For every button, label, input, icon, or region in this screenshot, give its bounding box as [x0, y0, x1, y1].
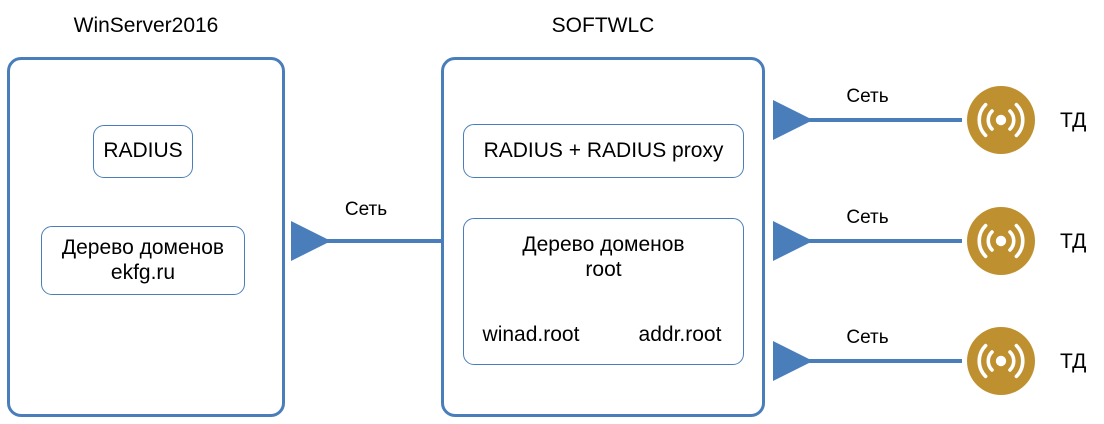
service-box-radius-label: RADIUS	[103, 139, 183, 163]
domain-tree-winserver-label: Дерево доменов ekfg.ru	[62, 236, 224, 286]
service-box-radius[interactable]: RADIUS	[93, 125, 193, 178]
access-point-label-2: ТД	[1060, 230, 1087, 253]
server-title-softwlc: SOFTWLC	[551, 14, 655, 37]
domain-tree-softwlc-line2: root	[585, 258, 622, 282]
domain-tree-softwlc-line1: Дерево доменов	[522, 233, 685, 256]
domain-tree-child-addr: addr.root	[638, 323, 722, 346]
wifi-waves-icon	[977, 102, 1025, 138]
link-label-softwlc-to-winserver: Сеть	[344, 199, 388, 220]
domain-tree-box-softwlc[interactable]: Дерево доменов root winad.root addr.root	[463, 218, 744, 365]
access-point-icon-1[interactable]	[967, 86, 1035, 154]
service-box-radius-proxy-label: RADIUS + RADIUS proxy	[483, 138, 724, 162]
domain-tree-child-winad: winad.root	[482, 323, 580, 346]
service-box-radius-proxy[interactable]: RADIUS + RADIUS proxy	[463, 124, 744, 178]
wifi-waves-icon	[977, 223, 1025, 259]
domain-tree-softwlc-heading: Дерево доменов root	[464, 232, 743, 282]
access-point-icon-2[interactable]	[967, 207, 1035, 275]
access-point-label-1: ТД	[1060, 109, 1087, 132]
access-point-icon-3[interactable]	[967, 327, 1035, 395]
domain-tree-box-winserver[interactable]: Дерево доменов ekfg.ru	[41, 226, 245, 295]
wifi-waves-icon	[977, 343, 1025, 379]
domain-tree-winserver-line1: Дерево доменов	[61, 235, 225, 259]
link-label-ap-2: Сеть	[846, 207, 889, 228]
access-point-label-3: ТД	[1060, 350, 1087, 373]
link-label-ap-3: Сеть	[846, 327, 889, 348]
link-label-ap-1: Сеть	[846, 86, 889, 107]
domain-tree-winserver-line2: ekfg.ru	[110, 260, 176, 284]
server-title-winserver: WinServer2016	[73, 14, 219, 37]
